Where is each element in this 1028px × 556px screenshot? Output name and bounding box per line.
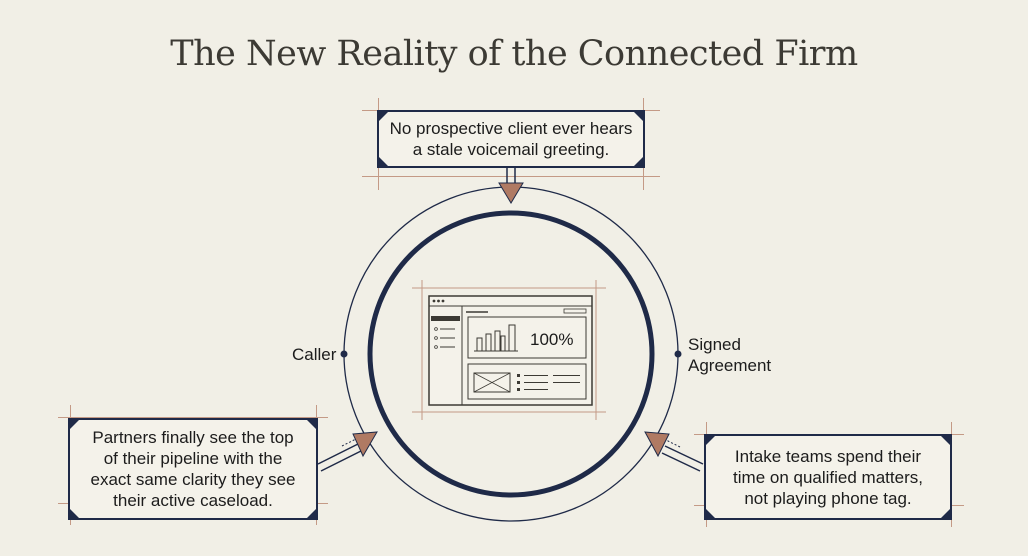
corner-mark xyxy=(306,508,317,519)
right-callout: Intake teams spend their time on qualifi… xyxy=(704,434,952,520)
agreement-node xyxy=(674,350,682,358)
right-callout-line-1: Intake teams spend their xyxy=(734,446,922,466)
left-callout-line-2: of their pipeline with the xyxy=(103,449,283,468)
dashboard-metric: 100% xyxy=(530,330,573,349)
signed-agreement-label: Signed Agreement xyxy=(688,334,771,376)
corner-mark xyxy=(69,419,80,430)
guide-line xyxy=(362,176,660,177)
signed-label-line-1: Signed xyxy=(688,335,741,354)
corner-mark xyxy=(306,419,317,430)
top-callout: No prospective client ever hears a stale… xyxy=(377,110,645,168)
corner-mark xyxy=(940,508,951,519)
left-callout-line-4: their active caseload. xyxy=(113,491,273,510)
top-callout-line-1: No prospective client ever hears xyxy=(389,119,633,138)
left-callout-line-1: Partners finally see the top xyxy=(92,428,294,447)
right-callout-line-3: not playing phone tag. xyxy=(744,488,912,508)
left-connector xyxy=(317,431,378,472)
guide-line xyxy=(58,417,328,418)
corner-mark xyxy=(705,508,716,519)
top-callout-line-2: a stale voicemail greeting. xyxy=(412,140,610,159)
caller-label: Caller xyxy=(292,345,337,364)
corner-mark xyxy=(378,111,389,122)
dashboard-illustration xyxy=(412,280,606,420)
corner-mark xyxy=(940,435,951,446)
right-callout-line-2: time on qualified matters, xyxy=(733,467,923,487)
left-callout: Partners finally see the top of their pi… xyxy=(68,418,318,520)
right-connector xyxy=(644,431,704,472)
corner-mark xyxy=(705,435,716,446)
corner-mark xyxy=(633,156,644,167)
corner-mark xyxy=(69,508,80,519)
inner-ring xyxy=(367,210,655,498)
left-callout-line-3: exact same clarity they see xyxy=(90,470,296,489)
page-title: The New Reality of the Connected Firm xyxy=(170,34,858,74)
corner-mark xyxy=(378,156,389,167)
corner-mark xyxy=(633,111,644,122)
signed-label-line-2: Agreement xyxy=(688,356,772,375)
top-connector xyxy=(498,168,524,204)
caller-node xyxy=(340,350,348,358)
